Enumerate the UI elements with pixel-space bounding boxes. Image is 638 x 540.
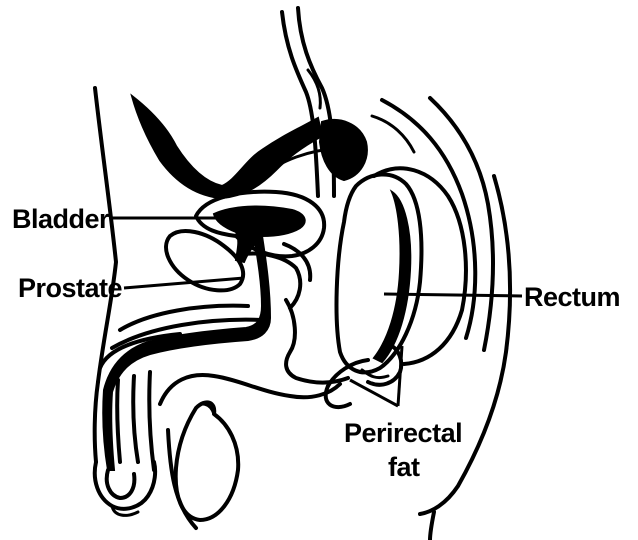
perirectal-fat-region bbox=[286, 300, 368, 407]
testis bbox=[160, 375, 340, 528]
rectum-leader-line bbox=[384, 294, 522, 296]
anterior-body-wall bbox=[95, 88, 116, 382]
vas-deferens-tube bbox=[282, 8, 334, 196]
urethra bbox=[103, 236, 270, 470]
bladder-label: Bladder bbox=[12, 204, 110, 234]
pubic-bone bbox=[132, 96, 322, 198]
rectum-label: Rectum bbox=[524, 282, 620, 312]
perirectal-label-line1: Perirectal bbox=[344, 418, 462, 448]
prostate-label: Prostate bbox=[18, 273, 123, 303]
perirectal-label-line2: fat bbox=[388, 452, 420, 482]
